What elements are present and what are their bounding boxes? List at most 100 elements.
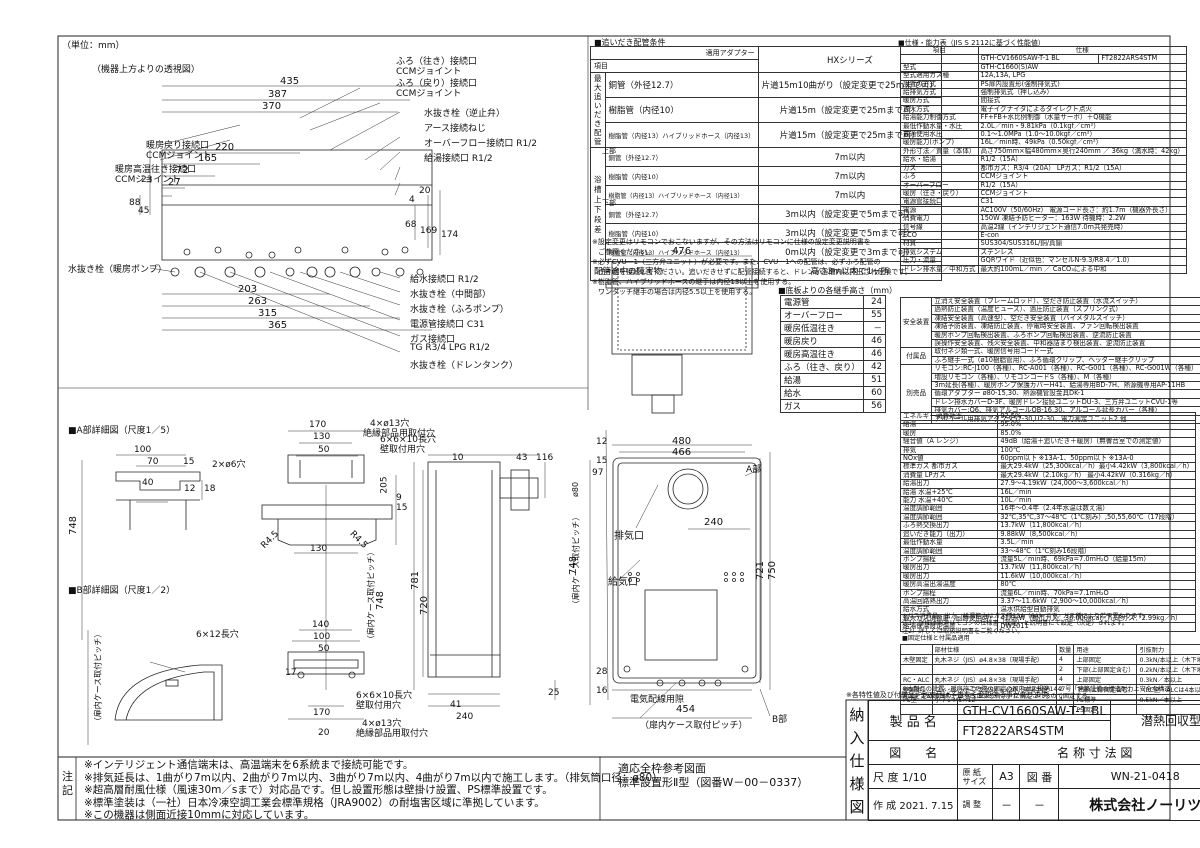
mount-top-hole: 4×ø13穴 (370, 419, 410, 429)
fixing-cell: 下部(上部固定含む） (1073, 664, 1138, 675)
perf-row: ポンプ揚程流量5L／min時、69kPa=7.0mH₂O（給量15m） (899, 554, 1197, 565)
label-hotwater: 給湯接続口 R1/2 (424, 154, 493, 164)
safety-1: 過熱防止装置（温度ヒューズ）、過圧防止装置（スプリング式） (931, 305, 1200, 315)
pipe-note-4: ※樹脂管、ハイブリッドホースの継手は内径13以上を使用する。 (592, 278, 796, 286)
pipe-note-3: 往き側を接続してください。追いだきせずに配管接続すると、ドレンが浴槽内に排出され… (598, 268, 912, 276)
safety-3: 凍結予防装置、凍結防止装置、停電時安全装置、ファン回転検出装置 (931, 322, 1200, 332)
pipe-note-1: ご参照ください。 (598, 248, 654, 256)
h-r2-val: － (862, 321, 887, 335)
tb-figname: 名 称 寸 法 図 (957, 740, 1200, 765)
part-a-dim-70: 70 (147, 457, 159, 467)
mount-top-9: 9 (396, 493, 402, 503)
spec-row: 排気システムステンレス (900, 247, 1187, 258)
spec-row-value: 0.1～1.0MPa（1.0～10.0kgf／cm²） (977, 130, 1187, 140)
spec-head-spec: 仕様 (977, 45, 1187, 56)
perf-row-value: 9.88kW（8,500kcal／h） (997, 529, 1197, 540)
fixing-cell: 丸木ネジ（JIS）ø4.8×38（現場手配） (931, 674, 1057, 685)
notes-label: 注 記 (62, 770, 73, 797)
label-heat-hot: 暖房高温往き接続口 (115, 165, 197, 175)
fixing-header-cell (900, 644, 933, 655)
pipe-note-5: ワンタッチ継手の場合は内径5.5以上を使用する。 (598, 288, 757, 296)
mount-top-130: 130 (313, 432, 331, 442)
part-a-dim-18: 18 (204, 484, 216, 494)
pipe-r1-type: 樹脂管（内径10） (604, 97, 759, 123)
spec-row-value: 150W 凍結予防ヒーター：163W 待機時：2.2W (977, 214, 1187, 224)
spec-row: 信号線高温2線（インテリジェント通信7.0m共発売時） (900, 222, 1187, 232)
front-supply-label: 給気口 (608, 577, 638, 588)
spec-row-label: 型式適用ガス種 (900, 71, 979, 81)
option-2: 3m延長(各種）、暖房ポンプ保護カバーH41、給湯専用BD-7H、熱源機専用AP… (931, 381, 1200, 391)
perf-row-label: 暖房出力 (899, 563, 999, 573)
option-0: リモコン:RC-J100（各種）、RC-A001（各種）、RC-G001（各種）… (931, 364, 1200, 374)
front-part-b: B部 (772, 715, 788, 725)
h-r7-name: 給水 (780, 386, 864, 400)
dim-174: 174 (441, 230, 459, 240)
part-a-dim-100: 100 (134, 445, 152, 455)
perf-row-label: 温度調節範囲 (899, 512, 999, 523)
part-a-dim-12: 12 (184, 484, 196, 494)
pipe-notes: ※設定変更はリモコンでおこないますが、その方法はリモコンに仕様の設定変更説明書を… (592, 237, 912, 297)
mount-top-pitch: （扉内ケース取付ピッチ） (366, 547, 376, 644)
mount-bot-20: 20 (318, 728, 330, 738)
tb-scale-cell: 尺 度 1/10 (867, 764, 959, 789)
mount-top-130b: 130 (310, 544, 328, 554)
mount-top-slot-note: 壁取付用穴 (380, 445, 426, 455)
side-dim-25: 25 (548, 688, 560, 698)
perf-row: ポンプ揚程流量6L／min時、70kPa=7.1mH₂O (899, 588, 1197, 598)
spec-row-value: 高さ750mm×幅480mm×奥行240mm ／ 36kg（満水時：42kg） (977, 146, 1187, 157)
dim-370: 370 (262, 101, 282, 112)
spec-row-label: 材質 (900, 239, 979, 249)
spec-row-value: R1/2（15A） (977, 155, 1187, 165)
front-dim-97: 97 (592, 468, 604, 478)
h-r7-val: 60 (862, 386, 887, 400)
h-r6-val: 51 (862, 373, 887, 387)
perf-row-value: 流量5L／min時、69kPa=7.0mH₂O（給量15m） (997, 554, 1197, 565)
perf-row-label: 暖房出力 (899, 571, 999, 582)
front-dim-480: 480 (672, 436, 692, 447)
mount-bot-slot-note: 壁取付用穴 (356, 701, 402, 711)
perf-row: 最大ガス消費量（同時使用時）41.9kW（都市ガス：36,000kcal／h L… (899, 613, 1197, 624)
spec-safety-table: 安全装置 立消え安全装置（フレームロッド）、空だき防止装置（水流スイッチ） 過熱… (899, 296, 1200, 425)
front-dim-15: 15 (596, 456, 608, 466)
spec-row-label: 電源 (900, 205, 979, 216)
perf-row-label: 温度調節範囲 (899, 504, 999, 514)
spec-row-label: 信号線 (900, 222, 979, 232)
safety-0: 立消え安全装置（フレームロッド）、空だき防止装置（水流スイッチ） (931, 296, 1200, 307)
fixing-notes: ※本製品の設置、暖房施工の際の固定の国内ガス規準1447号「建築設備の構造耐力上… (902, 686, 1170, 701)
mount-bot-100: 100 (313, 632, 331, 642)
side-char-4: 図 (849, 798, 865, 816)
note-3: ※標準塗装は（一社）日本冷凍空調工業会標準規格（JRA9002）の耐塩害区域に準… (84, 796, 545, 809)
label-ccm-2: CCMジョイント (396, 89, 462, 99)
spec-row-label: ドレン排水量／中和方式 (900, 264, 979, 274)
h-r5-val: 42 (862, 360, 887, 374)
spec-row-value: E-con (977, 230, 1187, 241)
part-b-title: ■B部詳細図（尺度1／2） (68, 586, 176, 596)
spec-row-value: GQRワイド（近似色：マンセルN-9.3/R8.4／1.0） (977, 256, 1187, 266)
perf-row-label: ふろ熱交換出力 (899, 521, 999, 531)
spec-row-value: CCMジョイント (977, 172, 1187, 182)
spec-safety-label: 安全装置 (899, 296, 933, 349)
title-side-label: 納 入 仕 様 図 (848, 704, 866, 819)
tb-model-1: GTH-CV1660SAW-T-1 BL (957, 700, 1112, 721)
spec-row-label: 圧力・流量 (900, 256, 979, 266)
perf-row-label: 給湯出力 (899, 479, 999, 489)
note-4: ※この機器は側面近接10mmに対応しています。 (84, 809, 315, 821)
spec-row-value: AC100V（50/60Hz） 電源コード長さ：約1.7m（機器外長さ） (977, 205, 1187, 216)
mount-top-15: 15 (396, 503, 408, 513)
dim-365: 365 (268, 320, 288, 331)
label-bath-return: ふろ（戻り）接続口 (396, 79, 478, 89)
pipe-note-2: ※必ずCVU－1（三方弁ユニット）が必要です。また、CVU－1への配管は、必ずふ… (592, 258, 881, 266)
spec-row-value: PS扉内設置形(強制排気式) (977, 79, 1187, 90)
perf-row-value: 11.6kW（10,000kcal／h） (997, 571, 1197, 582)
perf-row-label: 給湯 水温+25℃ (899, 487, 999, 498)
dim-435: 435 (280, 76, 300, 87)
side-dim-781: 781 (410, 570, 422, 591)
h-r8-name: ガス (780, 399, 864, 413)
label-ccm-4: CCMジョイント (115, 175, 181, 185)
